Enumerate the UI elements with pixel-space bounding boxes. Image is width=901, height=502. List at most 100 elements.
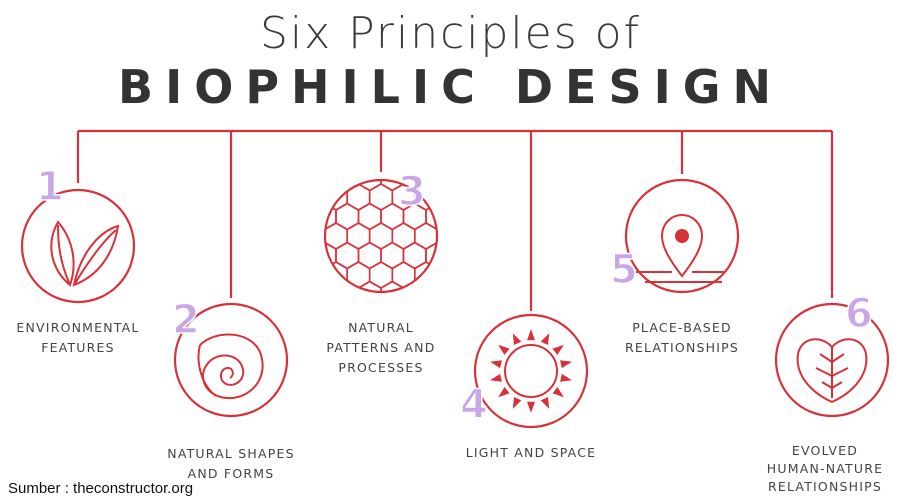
sun-ray (512, 397, 522, 409)
principle-3-label-line-3: PROCESSES (338, 360, 424, 375)
hexagon-cell (314, 126, 337, 152)
principle-2-node (173, 302, 289, 418)
hexagon-cell (449, 204, 472, 230)
hexagon-cell (336, 126, 359, 152)
hexagon-cell (494, 282, 516, 308)
principle-4-node (473, 313, 589, 429)
hexagon-cell (482, 223, 505, 249)
leaf-veins-icon (796, 338, 868, 404)
principle-3-node (257, 126, 516, 327)
hexagon-cell (280, 184, 303, 210)
hexagon-cell (449, 243, 472, 269)
hexagon-cell (280, 223, 303, 249)
hexagon-cell (280, 145, 303, 171)
hexagon-cell (460, 262, 483, 288)
hexagon-cell (335, 280, 360, 292)
hexagon-cell (471, 243, 494, 269)
source-credit: Sumber : theconstructor.org (8, 480, 194, 497)
principle-5-label: PLACE-BASED RELATIONSHIPS (612, 318, 752, 358)
hexagon-cell (436, 222, 437, 250)
hexagon-cell (291, 165, 314, 191)
hexagon-cell (436, 183, 437, 211)
hexagon-cell (449, 282, 472, 308)
hexagon-cell (280, 301, 303, 327)
sun-ray (560, 373, 572, 382)
principle-1-number: 1 (36, 164, 64, 210)
sun-ray (512, 333, 522, 345)
hexagon-cell (347, 145, 370, 171)
principle-6-label: EVOLVED HUMAN-NATURE RELATIONSHIPS (752, 442, 898, 496)
title-line-1: Six Principles of (259, 8, 642, 59)
principle-2-circle (173, 302, 289, 418)
hexagon-cell (257, 145, 280, 171)
principle-4-number: 4 (460, 382, 488, 428)
hexagon-cell (359, 126, 382, 152)
principle-4-circle (473, 313, 589, 429)
hexagon-cell (494, 126, 516, 152)
hexagon-cell (471, 204, 494, 230)
principle-6-label-line-3: RELATIONSHIPS (767, 479, 883, 494)
hexagon-cell (325, 222, 326, 250)
principle-numbers: 1 2 3 4 5 6 (35, 163, 873, 429)
hexagon-cell (471, 126, 494, 152)
hexagon-cell (471, 165, 494, 191)
principle-2-number: 2 (172, 297, 200, 343)
principle-3-label: NATURAL PATTERNS AND PROCESSES (306, 318, 456, 378)
hexagon-cell (392, 145, 415, 171)
principle-5-node (624, 178, 740, 294)
principle-5-label-line-1: PLACE-BASED (632, 320, 732, 335)
sun-ray (527, 401, 535, 413)
nautilus-shell-icon (197, 333, 264, 400)
hexagon-cell (436, 261, 437, 289)
hexagon-cell (268, 165, 291, 191)
principle-1-circle (20, 188, 136, 304)
hexagon-cell (280, 262, 303, 288)
principle-2-label-line-1: NATURAL SHAPES (167, 446, 295, 461)
principle-3-number: 3 (398, 169, 426, 215)
sun-ray (540, 333, 550, 345)
hexagon-cell (291, 243, 314, 269)
principle-6-number: 6 (845, 291, 873, 337)
principle-2-label-line-2: AND FORMS (187, 466, 275, 481)
principle-5-number: 5 (610, 247, 638, 293)
principle-6-label-line-1: EVOLVED (791, 443, 859, 458)
principle-1-label-line-1: ENVIRONMENTAL (16, 320, 140, 335)
hexagon-cell (325, 180, 337, 192)
sun-ray (498, 387, 510, 398)
map-pin-icon (636, 213, 724, 283)
hexagon-cell (460, 145, 483, 171)
hexagon-cell (325, 280, 337, 292)
leaves-icon (50, 220, 120, 287)
hexagon-cell (257, 262, 280, 288)
sun-ray (552, 387, 564, 398)
principle-1-node (20, 188, 136, 304)
sun-ray (527, 329, 535, 341)
hexagon-cell (482, 145, 505, 171)
connector-lines (76, 129, 834, 311)
hexagon-cell (460, 301, 483, 327)
sun-ray (490, 360, 502, 369)
hexagon-cell (460, 184, 483, 210)
hexagon-cell (325, 183, 326, 211)
hexagon-cell (302, 145, 325, 171)
hexagon-cell (268, 243, 291, 269)
hexagon-cell (471, 282, 494, 308)
hexagon-cell (381, 126, 404, 152)
hexagon-cell (268, 282, 291, 308)
sun-ray (498, 344, 510, 355)
hexagon-cell (482, 262, 505, 288)
hexagon-cell (380, 280, 405, 292)
hexagon-cell (404, 126, 427, 152)
hexagon-cell (425, 280, 437, 292)
principle-5-label-line-2: RELATIONSHIPS (624, 340, 740, 355)
hexagon-cell (357, 280, 382, 292)
hexagon-cell (494, 165, 516, 191)
hexagon-cell (426, 126, 449, 152)
principle-4-label: LIGHT AND SPACE (451, 443, 611, 463)
hexagon-cell (291, 126, 314, 152)
hexagon-cell (415, 145, 438, 171)
hexagon-cell (402, 280, 427, 292)
sun-ray (540, 397, 550, 409)
hexagon-cell (325, 145, 348, 171)
